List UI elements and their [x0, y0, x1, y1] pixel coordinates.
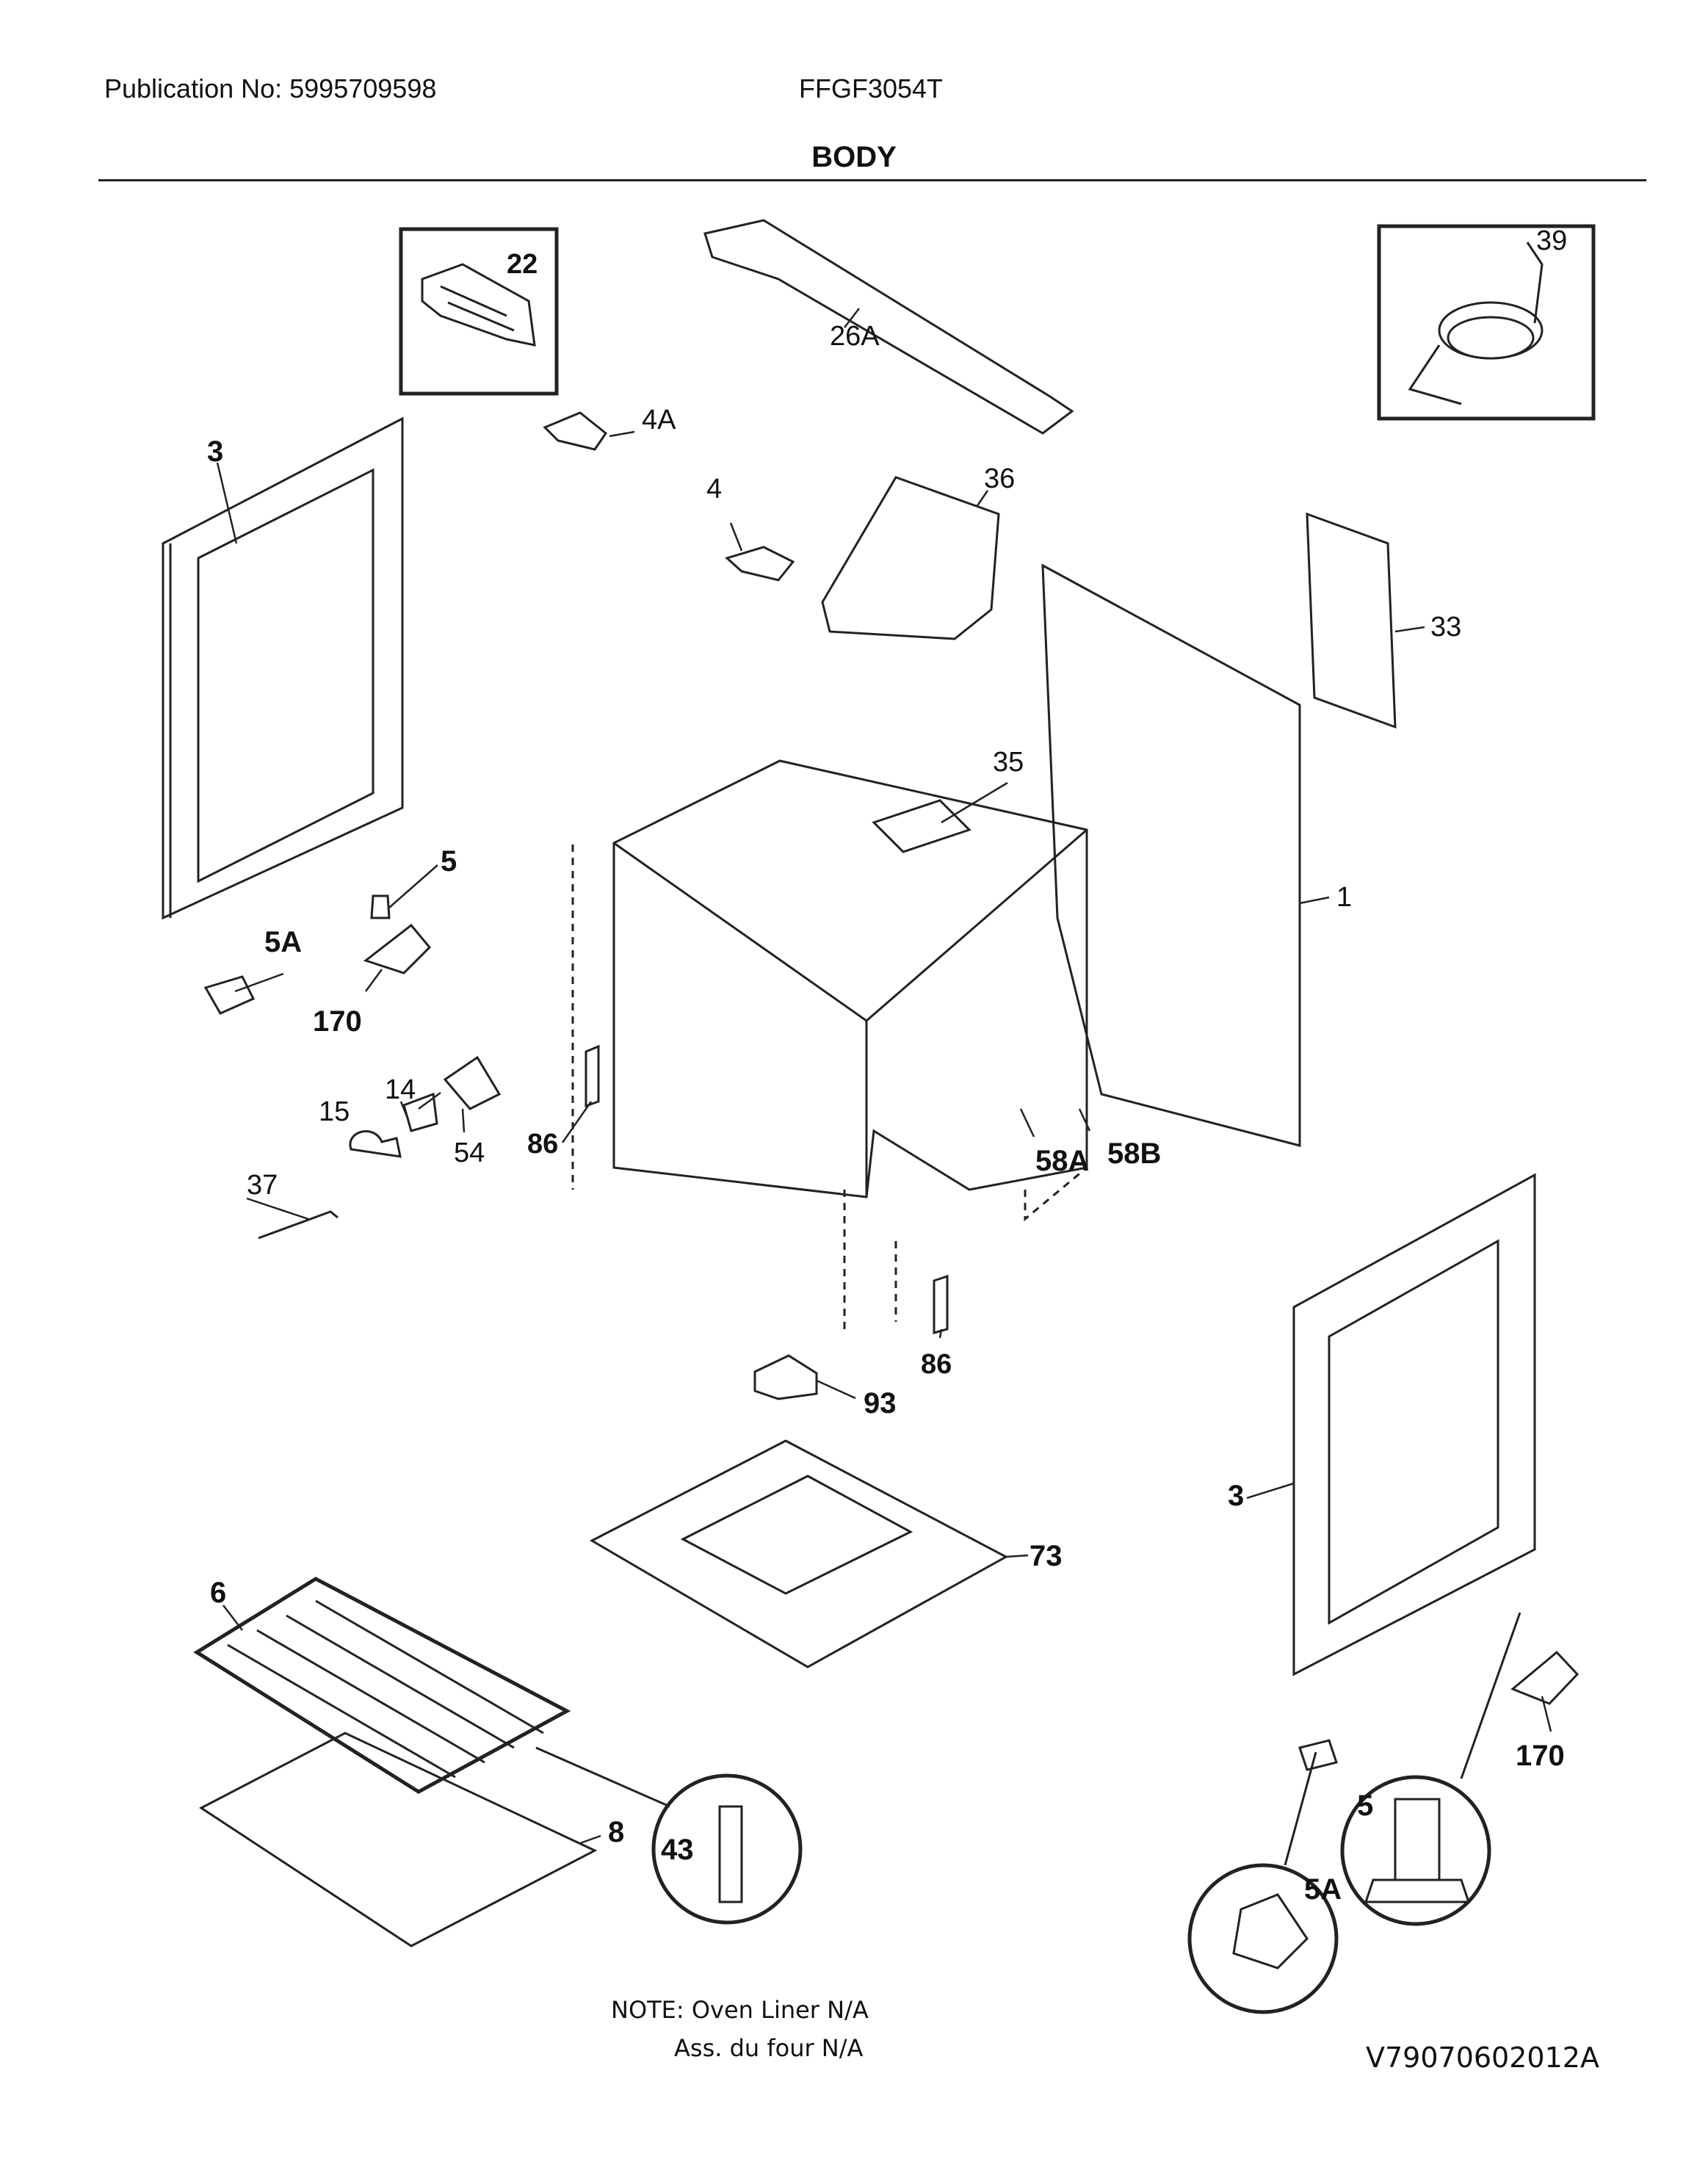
callout-4a: 4A: [642, 405, 676, 435]
callout-5a-left: 5A: [264, 926, 302, 958]
callout-33: 33: [1430, 612, 1461, 643]
part-5-detail: [1340, 1612, 1521, 1926]
part-170-bracket-left: [363, 923, 432, 974]
note-line-2: Ass. du four N/A: [674, 2034, 864, 2062]
part-4-clip: [725, 546, 795, 582]
callout-5a-right: 5A: [1304, 1873, 1342, 1906]
callout-35: 35: [993, 747, 1024, 778]
part-5a-leg-right: [1298, 1739, 1338, 1771]
note-line-1: NOTE: Oven Liner N/A: [611, 1996, 869, 2024]
callout-3-left: 3: [207, 435, 223, 468]
callout-170-right: 170: [1516, 1740, 1565, 1772]
callout-73: 73: [1029, 1540, 1063, 1572]
leader-lines: [216, 308, 1552, 1845]
callout-86-left: 86: [527, 1129, 558, 1160]
part-43-detail: [535, 1746, 803, 1925]
part-15-bulb: [349, 1130, 402, 1158]
part-33-panel: [1306, 512, 1397, 729]
callout-86-right: 86: [921, 1349, 952, 1380]
callout-6: 6: [210, 1577, 226, 1609]
part-5-leveler-left: [370, 894, 391, 919]
oven-frame-dashed: [571, 844, 897, 1329]
callout-43: 43: [661, 1834, 694, 1866]
part-4a-clip: [543, 411, 608, 451]
callout-93: 93: [864, 1387, 897, 1419]
callout-4: 4: [706, 474, 722, 504]
diagram-code: V79070602012A: [1366, 2041, 1599, 2074]
callout-36: 36: [984, 463, 1015, 494]
part-54-lens: [443, 1055, 502, 1110]
callout-37: 37: [247, 1170, 278, 1201]
callout-39: 39: [1536, 225, 1567, 256]
model-number: FFGF3054T: [799, 73, 944, 104]
callout-5-left: 5: [441, 845, 457, 878]
part-6-rack: [193, 1577, 571, 1794]
header-divider: [98, 179, 1646, 181]
part-73-bottom-tray: [589, 1439, 1009, 1668]
callout-26a: 26A: [830, 321, 880, 352]
callout-14: 14: [385, 1074, 416, 1105]
callout-58b: 58B: [1107, 1137, 1161, 1170]
part-36-duct: [821, 476, 1000, 640]
callout-5-right: 5: [1357, 1790, 1373, 1822]
callout-1: 1: [1336, 882, 1352, 913]
part-14-socket: [402, 1092, 438, 1132]
callout-170-left: 170: [313, 1005, 362, 1038]
part-1-back-panel: [1041, 563, 1301, 1147]
part-37-sensor: [258, 1210, 339, 1240]
callout-54: 54: [454, 1137, 485, 1168]
part-86-bracket-right: [933, 1274, 949, 1334]
part-8-drip-pan: [199, 1732, 598, 1947]
part-93-block: [753, 1354, 818, 1400]
callout-8: 8: [608, 1816, 624, 1848]
callout-58a: 58A: [1035, 1145, 1089, 1177]
callout-3-right: 3: [1228, 1480, 1244, 1512]
part-3-right-side-panel: [1292, 1173, 1536, 1677]
oven-cavity: [612, 759, 1088, 1222]
part-5a-leg-left: [203, 975, 256, 1015]
part-26a-bracket: [703, 219, 1074, 435]
callout-15: 15: [319, 1096, 350, 1127]
callout-22: 22: [507, 249, 538, 280]
part-39-inset: [1377, 224, 1596, 421]
page-title: BODY: [811, 141, 897, 173]
part-5a-detail: [1187, 1751, 1339, 2014]
part-170-bracket-right: [1510, 1650, 1579, 1705]
publication-number: Publication No: 5995709598: [104, 73, 437, 104]
part-22-inset: [399, 227, 559, 396]
part-86-bracket-left: [585, 1044, 600, 1108]
part-3-left-side-panel: [162, 416, 404, 920]
